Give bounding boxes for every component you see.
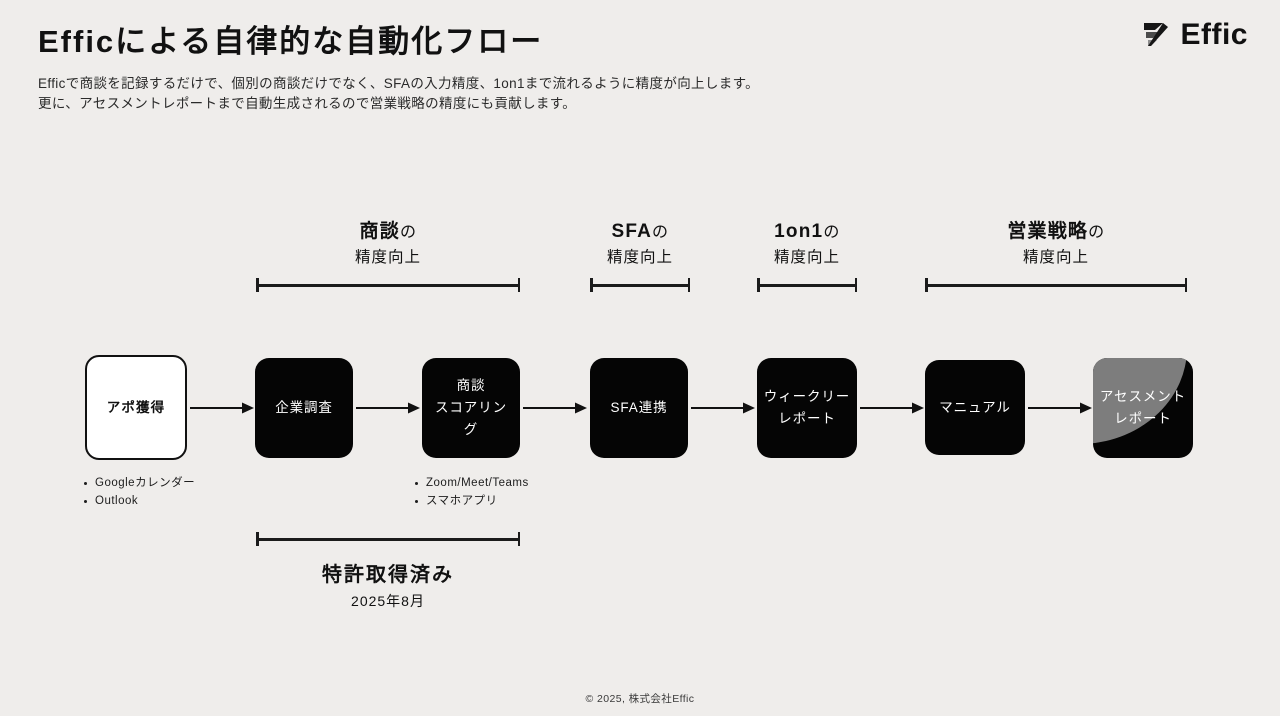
phase-label: 1on1の 精度向上 <box>757 218 857 270</box>
bracket-bar <box>925 284 1187 287</box>
phase-bracket-sales-strategy: 営業戦略の 精度向上 <box>925 218 1187 292</box>
flow-node-label: 企業調査 <box>275 400 333 415</box>
phase-bracket-sfa: SFAの 精度向上 <box>590 218 690 292</box>
flow-node-appointment[interactable]: アポ獲得 <box>85 355 187 460</box>
phase-label-main: 1on1 <box>774 221 824 242</box>
flow-arrow-4 <box>691 402 755 414</box>
source-list-appointment: Googleカレンダー Outlook <box>82 475 195 510</box>
list-item: Zoom/Meet/Teams <box>413 475 529 493</box>
flow-node-label-line-2: レポート <box>1114 411 1172 426</box>
flow-arrow-2 <box>356 402 420 414</box>
flow-node-label: アセスメント レポート <box>1094 386 1192 430</box>
subtitle-line-1: Efficで商談を記録するだけで、個別の商談だけでなく、SFAの入力精度、1on… <box>38 76 759 91</box>
bracket-rule <box>757 278 857 292</box>
flow-node-label-line-2: レポート <box>778 411 836 426</box>
bracket-bar <box>256 284 520 287</box>
flow-arrow-6 <box>1028 402 1092 414</box>
phase-label-suffix: の <box>399 224 417 241</box>
page-header: Efficによる自律的な自動化フロー Efficで商談を記録するだけで、個別の商… <box>0 0 1280 130</box>
phase-label: 商談の 精度向上 <box>256 218 520 270</box>
subtitle-line-2: 更に、アセスメントレポートまで自動生成されるので営業戦略の精度にも貢献します。 <box>38 96 577 111</box>
phase-bracket-deal: 商談の 精度向上 <box>256 218 520 292</box>
list-item: Outlook <box>82 493 195 511</box>
flow-node-assessment-report[interactable]: アセスメント レポート <box>1093 358 1193 458</box>
phase-label-main: SFA <box>611 221 653 242</box>
list-item: Googleカレンダー <box>82 475 195 493</box>
phase-label-sub: 精度向上 <box>606 249 673 266</box>
flow-node-sfa-link[interactable]: SFA連携 <box>590 358 688 458</box>
page-title: Efficによる自律的な自動化フロー <box>38 24 544 59</box>
patent-date: 2025年8月 <box>351 593 425 609</box>
phase-bracket-1on1: 1on1の 精度向上 <box>757 218 857 292</box>
flow-node-label: ウィークリー レポート <box>758 386 856 430</box>
flow-node-label-line-1: 商談 <box>456 378 486 393</box>
phase-label-main: 営業戦略 <box>1007 221 1089 242</box>
phase-label-suffix: の <box>652 224 669 241</box>
patent-note: 特許取得済み 2025年8月 <box>256 524 520 612</box>
bracket-cap-right <box>1184 278 1187 292</box>
flow-node-label: アポ獲得 <box>106 399 166 415</box>
flow-node-company-research[interactable]: 企業調査 <box>255 358 353 458</box>
patent-title: 特許取得済み <box>322 564 454 586</box>
phase-label-sub: 精度向上 <box>1022 249 1089 266</box>
bracket-cap-right <box>687 278 690 292</box>
phase-label: SFAの 精度向上 <box>590 218 690 270</box>
bracket-bar <box>590 284 690 287</box>
phase-label-suffix: の <box>823 224 840 241</box>
flow-node-label-line-1: ウィークリー <box>763 389 851 404</box>
footer-copyright: © 2025, 株式会社Effic <box>585 693 695 705</box>
bracket-rule <box>256 532 520 546</box>
source-list-deal-scoring: Zoom/Meet/Teams スマホアプリ <box>413 475 529 510</box>
flow-node-weekly-report[interactable]: ウィークリー レポート <box>757 358 857 458</box>
bracket-cap-right <box>854 278 857 292</box>
flow-node-manual[interactable]: マニュアル <box>925 360 1025 455</box>
phase-label-suffix: の <box>1088 224 1105 241</box>
bracket-cap-right <box>517 278 520 292</box>
effic-chevron-icon <box>1144 23 1169 46</box>
flow-node-label: 商談 スコアリング <box>422 375 520 441</box>
brand-logo: Effic <box>1141 20 1248 50</box>
bracket-cap-right <box>517 532 520 546</box>
bracket-bar <box>256 538 520 541</box>
logo-wordmark: Effic <box>1180 18 1248 51</box>
bracket-bar <box>757 284 857 287</box>
flow-arrow-5 <box>860 402 924 414</box>
flow-node-label-line-1: アセスメント <box>1099 389 1187 404</box>
flow-arrow-1 <box>190 402 254 414</box>
bracket-rule <box>256 278 520 292</box>
phase-label: 営業戦略の 精度向上 <box>925 218 1187 270</box>
bracket-rule <box>590 278 690 292</box>
flow-arrow-3 <box>523 402 587 414</box>
bracket-rule <box>925 278 1187 292</box>
page-subtitle: Efficで商談を記録するだけで、個別の商談だけでなく、SFAの入力精度、1on… <box>38 74 759 114</box>
phase-label-main: 商談 <box>359 221 400 242</box>
phase-label-sub: 精度向上 <box>773 249 840 266</box>
flow-node-label-line-2: スコアリング <box>435 400 507 437</box>
flow-node-label: マニュアル <box>939 399 1011 415</box>
list-item: スマホアプリ <box>413 493 529 511</box>
phase-label-sub: 精度向上 <box>354 249 421 266</box>
flow-node-label: SFA連携 <box>610 400 668 415</box>
flow-node-deal-scoring[interactable]: 商談 スコアリング <box>422 358 520 458</box>
